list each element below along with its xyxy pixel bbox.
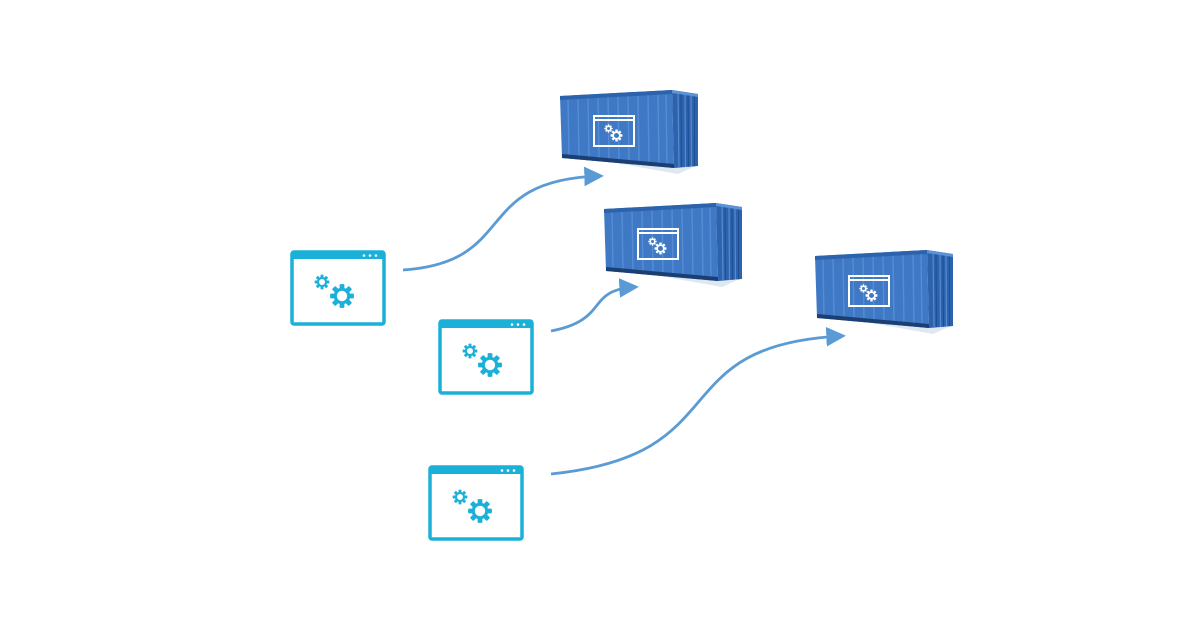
app-3 (430, 467, 522, 539)
app-window-gears-icon (430, 467, 522, 539)
app-1 (292, 252, 384, 324)
container-1 (560, 90, 700, 174)
shipping-container-icon (560, 90, 700, 174)
arrow-app-2-to-container-2 (550, 278, 639, 333)
arrows (402, 166, 846, 476)
arrow-app-3-to-container-3 (550, 326, 846, 476)
arrow-app-1-to-container-1 (402, 166, 604, 272)
app-window-gears-icon (440, 321, 532, 393)
app-2 (440, 321, 532, 393)
app-window-gears-icon (292, 252, 384, 324)
container-2 (604, 203, 744, 287)
shipping-container-icon (815, 250, 955, 334)
container-3 (815, 250, 955, 334)
shipping-container-icon (604, 203, 744, 287)
